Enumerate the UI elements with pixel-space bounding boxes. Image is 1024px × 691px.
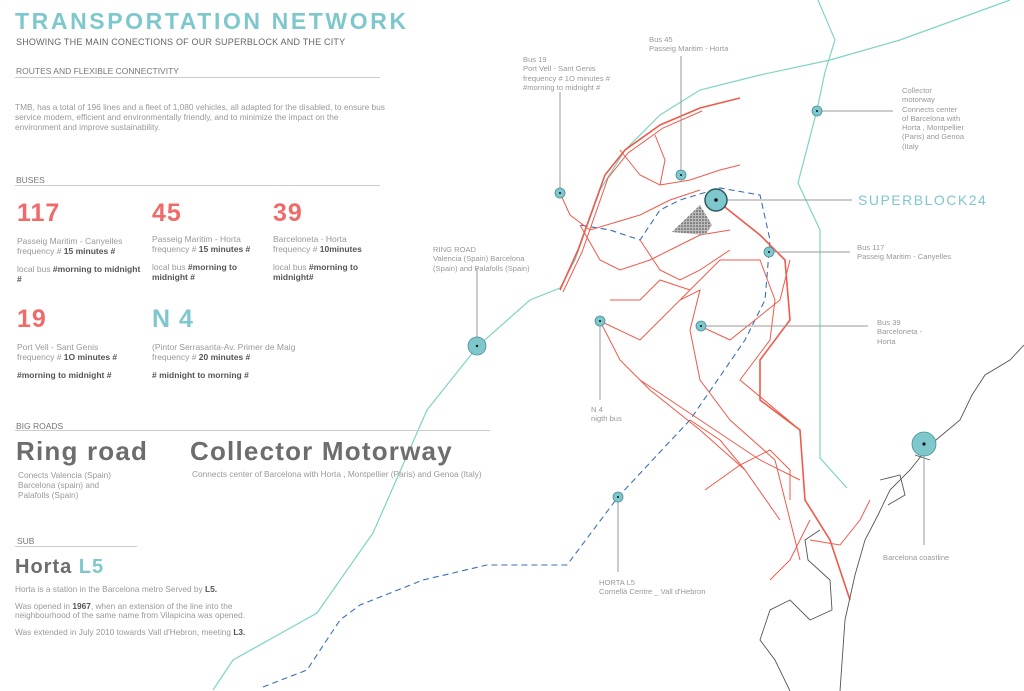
collector-motorway-line xyxy=(797,0,848,489)
ring-road-desc: Conects Valencia (Spain) Barcelona (spai… xyxy=(18,470,112,500)
collector-desc: Connects center of Barcelona with Horta … xyxy=(192,469,482,479)
divider xyxy=(15,546,137,547)
coastline xyxy=(759,344,1024,691)
bus-number: 45 xyxy=(152,199,182,227)
bus-hours: # midnight to morning # xyxy=(152,370,249,380)
bus-hours: local bus #morning to midnight# xyxy=(273,262,359,282)
bus-hours: local bus #morning to midnight # xyxy=(17,264,141,284)
divider xyxy=(15,430,490,431)
label-superblock: SUPERBLOCK24 xyxy=(858,192,988,208)
page-title: TRANSPORTATION NETWORK xyxy=(15,8,409,34)
bus-number: 39 xyxy=(273,199,303,227)
map-nodes xyxy=(467,105,937,503)
bus-number: 117 xyxy=(17,199,61,227)
superblock-area xyxy=(672,205,712,235)
sub-heading: SUB xyxy=(17,536,35,546)
bus-hours: local bus #morning to midnight # xyxy=(152,262,238,282)
bus-network xyxy=(559,97,871,601)
divider xyxy=(15,185,380,186)
routes-text: TMB, has a total of 196 lines and a flee… xyxy=(15,102,385,132)
bus-hours: #morning to midnight # xyxy=(17,370,112,380)
bus-card-n4: N 4 (Pintor Serrasanta-Av. Primer de Mai… xyxy=(152,305,322,380)
ring-road-title: Ring road xyxy=(16,436,149,466)
divider xyxy=(15,77,380,78)
sub-desc: Horta is a station in the Barcelona metr… xyxy=(15,584,246,637)
ring-road-line xyxy=(212,0,1011,691)
metro-l5-line xyxy=(262,187,771,688)
label-coastline: Barcelona coastline xyxy=(883,553,950,562)
sub-title: Horta L5 xyxy=(15,556,105,578)
leader-lines xyxy=(476,56,925,572)
collector-title: Collector Motorway xyxy=(190,436,453,466)
routes-heading: ROUTES AND FLEXIBLE CONNECTIVITY xyxy=(16,66,179,76)
buses-heading: BUSES xyxy=(16,175,45,185)
big-roads-heading: BIG ROADS xyxy=(16,421,64,431)
bus-number: 19 xyxy=(17,305,47,333)
bus-number: N 4 xyxy=(152,305,194,333)
page-subtitle: SHOWING THE MAIN CONECTIONS OF OUR SUPER… xyxy=(16,37,346,47)
